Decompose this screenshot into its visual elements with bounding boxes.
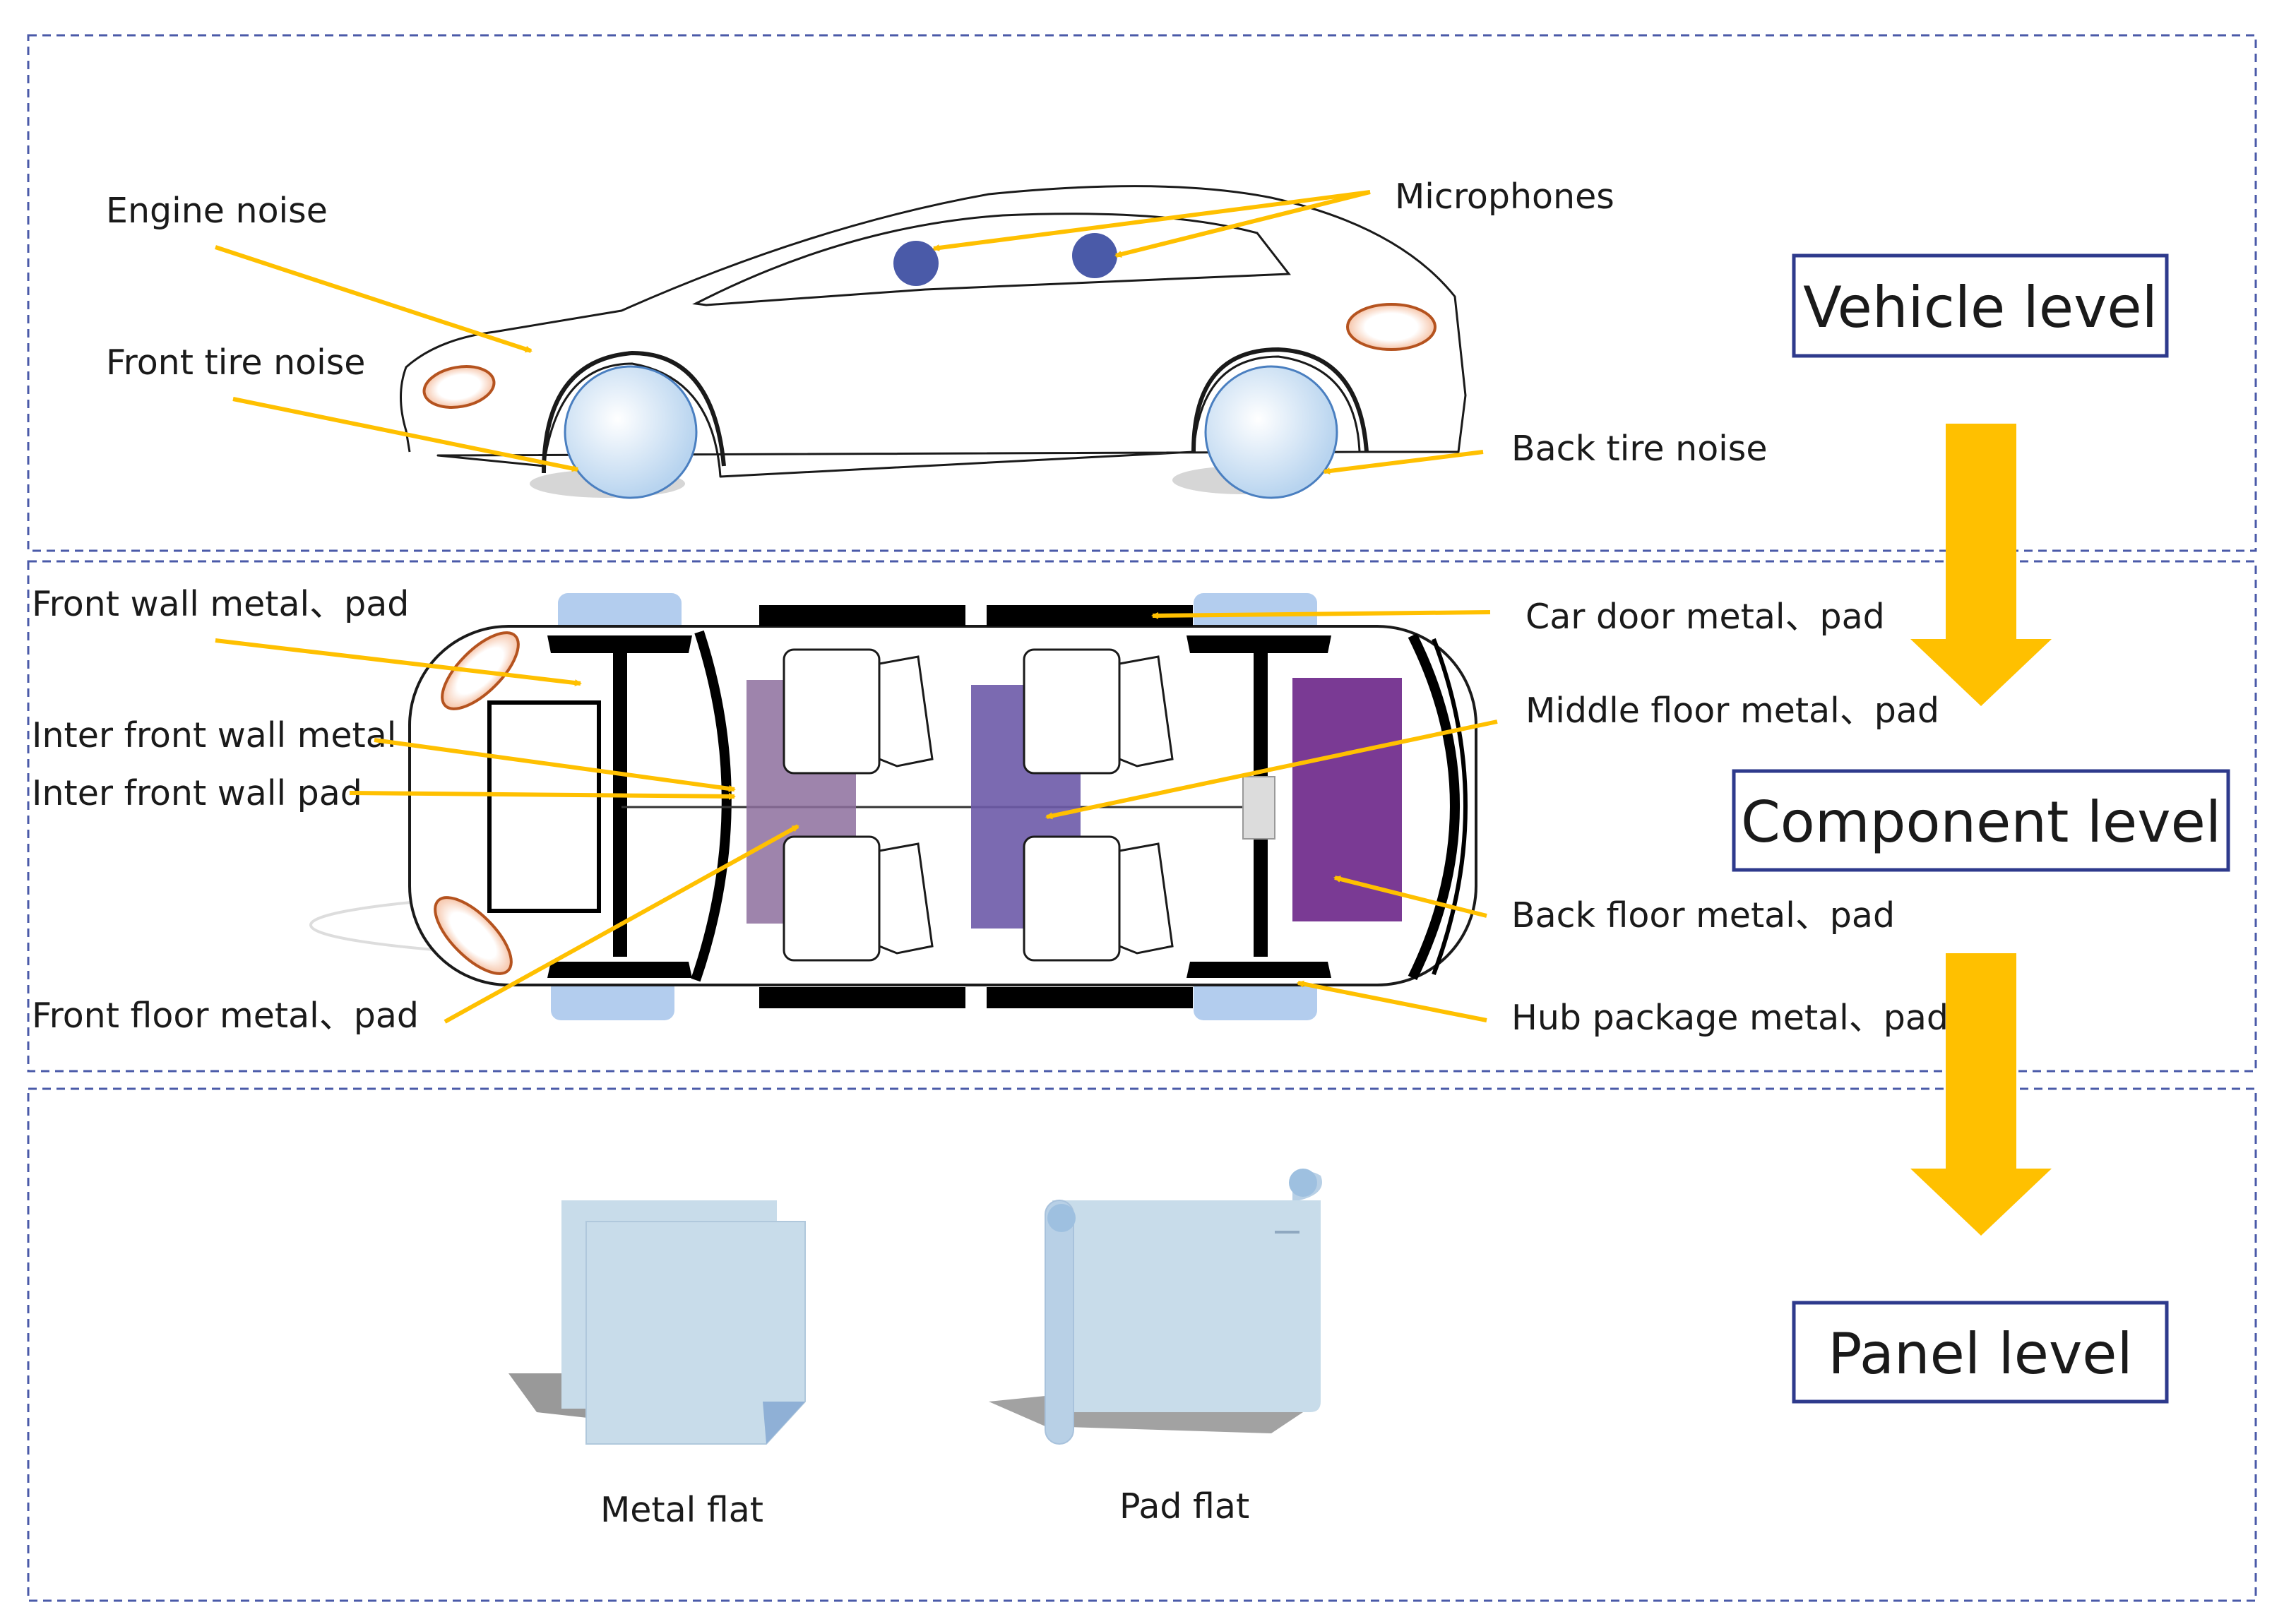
wheel-back-right <box>1194 978 1317 1020</box>
label-back-floor: Back floor metal、pad <box>1511 895 1895 936</box>
back-floor-region <box>1292 678 1402 921</box>
vehicle-level-label: Vehicle level <box>1803 275 2158 340</box>
vehicle-level-box <box>1792 253 2169 358</box>
car-side-view <box>400 185 1467 499</box>
label-hub-package: Hub package metal、pad <box>1511 998 1949 1038</box>
panel-level-label: Panel level <box>1828 1321 2132 1387</box>
component-section-frame <box>27 560 2257 1073</box>
component-pointer-arrows <box>215 610 1498 1024</box>
label-front-wall: Front wall metal、pad <box>32 584 409 624</box>
door-back-right <box>987 987 1193 1008</box>
arrow-engine-noise <box>215 245 533 353</box>
pad-flat-icon <box>989 1169 1322 1445</box>
arrow-inter-front-wall-metal <box>374 738 736 792</box>
component-level-box <box>1732 769 2230 872</box>
arrow-car-door <box>1151 610 1491 619</box>
wheel-front-right <box>551 978 674 1020</box>
seat-front-left <box>783 648 934 775</box>
seat-back-left <box>1023 648 1174 775</box>
arrow-hub-package <box>1297 980 1487 1022</box>
arrow-front-tire-noise <box>232 397 579 472</box>
vehicle-pointer-arrows <box>215 190 1484 474</box>
door-front-right <box>759 987 965 1008</box>
back-lamp <box>1346 303 1437 351</box>
door-front-left <box>759 605 965 626</box>
label-front-floor: Front floor metal、pad <box>32 996 419 1036</box>
vehicle-section-frame <box>27 34 2257 552</box>
label-middle-floor: Middle floor metal、pad <box>1525 691 1939 731</box>
microphone-front <box>893 241 939 286</box>
label-microphones: Microphones <box>1395 177 1614 217</box>
front-wheel <box>564 365 698 499</box>
label-car-door: Car door metal、pad <box>1525 597 1885 637</box>
arrow-microphone-front <box>932 190 1371 251</box>
seat-front-right <box>783 835 934 962</box>
label-pad-flat: Pad flat <box>1119 1486 1249 1527</box>
metal-flat-icon <box>508 1200 806 1445</box>
seat-back-right <box>1023 835 1174 962</box>
label-inter-front-wall-metal: Inter front wall metal <box>32 715 396 756</box>
arrow-front-wall <box>215 638 582 687</box>
arrow-microphone-back <box>1114 190 1371 258</box>
label-engine-noise: Engine noise <box>106 191 328 231</box>
arrow-inter-front-wall-pad <box>349 791 736 800</box>
flow-arrow-component-to-panel <box>1910 953 2052 1236</box>
arrow-front-floor <box>444 824 799 1024</box>
engine-box <box>487 700 601 913</box>
arrow-middle-floor <box>1045 720 1498 820</box>
label-metal-flat: Metal flat <box>600 1490 763 1530</box>
flow-arrow-vehicle-to-component <box>1910 424 2052 706</box>
label-inter-front-wall-pad: Inter front wall pad <box>32 773 362 813</box>
arrow-back-tire-noise <box>1323 450 1484 474</box>
car-top-view <box>309 593 1477 1020</box>
panel-level-box <box>1792 1301 2169 1404</box>
label-front-tire-noise: Front tire noise <box>106 342 365 383</box>
back-wheel <box>1204 365 1338 499</box>
label-back-tire-noise: Back tire noise <box>1511 429 1767 469</box>
component-level-label: Component level <box>1741 789 2221 855</box>
front-lamp <box>422 365 496 409</box>
microphone-back <box>1072 233 1117 278</box>
arrow-back-floor <box>1333 876 1487 918</box>
